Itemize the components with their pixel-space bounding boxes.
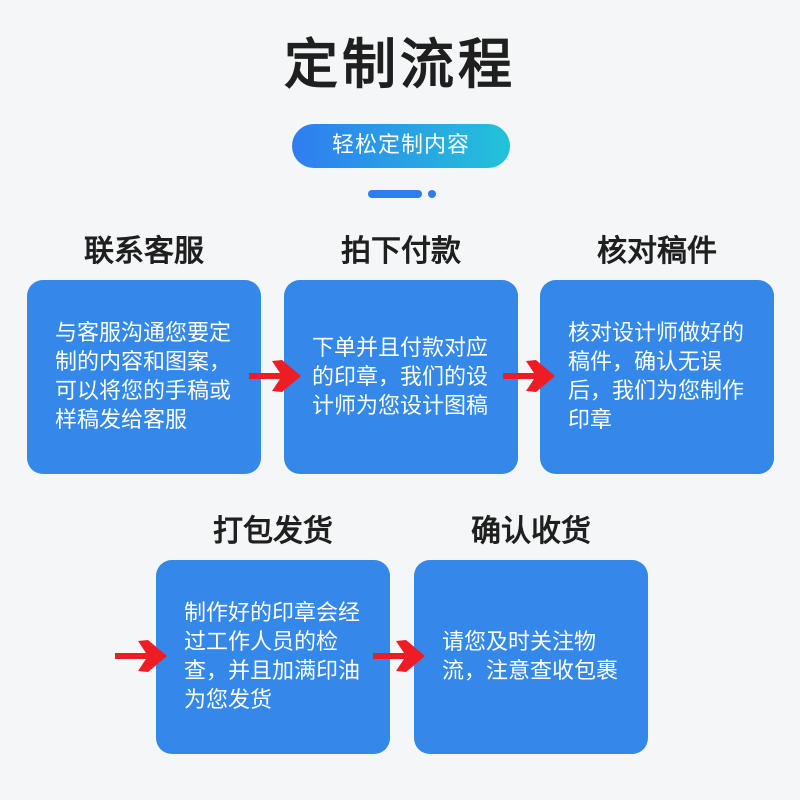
step-text-receive: 请您及时关注物流，注意查收包裹 [442,630,619,684]
divider-dash [368,190,422,198]
step-text-ship: 制作好的印章会经过工作人员的检查，并且加满印油为您发货 [184,601,361,713]
step-card-ship: 制作好的印章会经过工作人员的检查，并且加满印油为您发货 [156,560,390,754]
step-title-check: 核对稿件 [597,234,717,269]
step-title-contact: 联系客服 [84,234,204,269]
arrow-right-icon [115,640,167,672]
step-card-pay: 下单并且付款对应的印章，我们的设计师为您设计图稿 [284,280,518,474]
arrow-right-icon [249,360,301,392]
step-text-pay: 下单并且付款对应的印章，我们的设计师为您设计图稿 [312,335,489,419]
step-title-pay: 拍下付款 [341,234,461,269]
step-card-receive: 请您及时关注物流，注意查收包裹 [414,560,648,754]
step-text-contact: 与客服沟通您要定制的内容和图案，可以将您的手稿或样稿发给客服 [55,321,232,433]
arrow-right-icon [503,360,555,392]
step-title-receive: 确认收货 [471,514,591,549]
step-text-check: 核对设计师做好的稿件，确认无误后，我们为您制作印章 [568,321,745,433]
divider-dot [428,190,436,198]
subtitle-pill: 轻松定制内容 [292,124,510,168]
arrow-right-icon [373,640,425,672]
step-title-ship: 打包发货 [213,514,333,549]
step-card-check: 核对设计师做好的稿件，确认无误后，我们为您制作印章 [540,280,774,474]
step-card-contact: 与客服沟通您要定制的内容和图案，可以将您的手稿或样稿发给客服 [27,280,261,474]
page-title: 定制流程 [284,33,516,96]
